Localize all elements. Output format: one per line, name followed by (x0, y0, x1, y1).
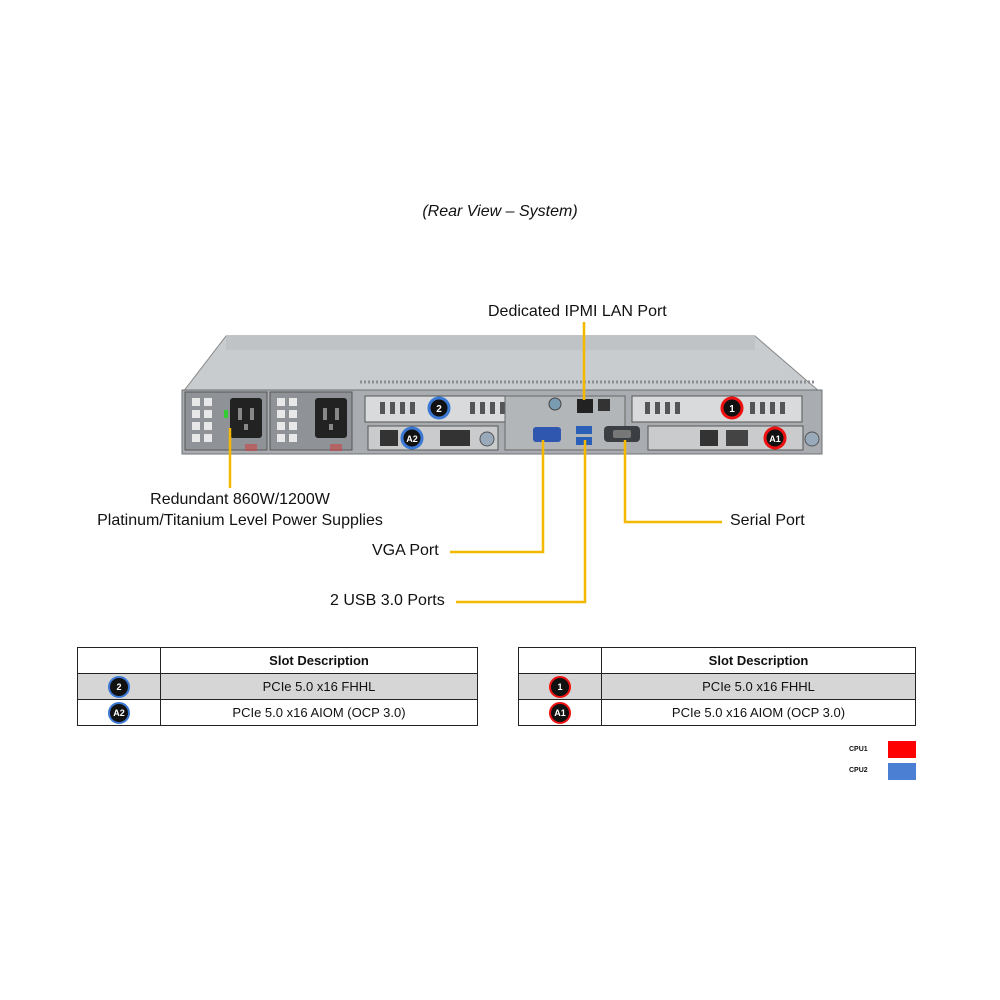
table-row: 2 PCIe 5.0 x16 FHHL (77, 673, 478, 700)
callout-lines (228, 322, 722, 604)
slot-table-cpu2: Slot Description 2 PCIe 5.0 x16 FHHL A2 … (77, 647, 478, 726)
slot-badge: 2 (108, 675, 130, 698)
slot-badge: A1 (549, 701, 571, 724)
label-usb-ports: 2 USB 3.0 Ports (330, 592, 445, 609)
slot-description: PCIe 5.0 x16 FHHL (601, 673, 916, 700)
label-ipmi-lan-port: Dedicated IPMI LAN Port (488, 303, 667, 320)
slot-description: PCIe 5.0 x16 FHHL (160, 673, 478, 700)
slot-description: PCIe 5.0 x16 AIOM (OCP 3.0) (601, 699, 916, 726)
callout-line-usb (456, 440, 587, 604)
aiom-slot-A1 (647, 425, 820, 451)
power-supply-1 (184, 391, 268, 451)
slot-table-cpu1: Slot Description 1 PCIe 5.0 x16 FHHL A1 … (518, 647, 916, 726)
vga-port (533, 427, 561, 442)
badge-slot-2: 2 (427, 396, 451, 420)
label-serial-port: Serial Port (730, 512, 805, 529)
svg-text:2: 2 (436, 404, 442, 415)
usb-port-1 (576, 426, 592, 434)
aiom-slot-A2 (367, 425, 499, 451)
legend-label-cpu2: CPU2 (849, 767, 868, 774)
badge-slot-A2: A2 (400, 426, 424, 450)
callout-line-vga (450, 440, 545, 554)
badge-slot-1: 1 (720, 396, 744, 420)
pcie-slot-1 (631, 395, 803, 423)
ipmi-lan-port (577, 399, 593, 413)
server-rear-view: 2 A2 1 A1 (181, 322, 823, 604)
slot-table-header: Slot Description (601, 647, 916, 674)
label-vga-port: VGA Port (372, 542, 439, 559)
chassis-top-edge (226, 336, 755, 350)
diagram-caption: (Rear View – System) (422, 203, 578, 220)
io-panel (504, 395, 640, 451)
power-supply-2 (269, 391, 353, 451)
slot-description: PCIe 5.0 x16 AIOM (OCP 3.0) (160, 699, 478, 726)
table-row: 1 PCIe 5.0 x16 FHHL (518, 673, 916, 700)
badge-slot-A1: A1 (763, 426, 787, 450)
svg-text:1: 1 (729, 404, 735, 415)
table-row: A2 PCIe 5.0 x16 AIOM (OCP 3.0) (77, 699, 478, 726)
legend-label-cpu1: CPU1 (849, 746, 868, 753)
svg-text:A2: A2 (406, 434, 418, 444)
label-power-supplies: Redundant 860W/1200W Platinum/Titanium L… (60, 489, 420, 531)
slot-table-header: Slot Description (160, 647, 478, 674)
legend-swatch-cpu1 (888, 741, 916, 758)
table-row: A1 PCIe 5.0 x16 AIOM (OCP 3.0) (518, 699, 916, 726)
label-power-supplies-line1: Redundant 860W/1200W (150, 491, 330, 508)
legend-swatch-cpu2 (888, 763, 916, 780)
slot-badge: A2 (108, 701, 130, 724)
slot-badge: 1 (549, 675, 571, 698)
label-power-supplies-line2: Platinum/Titanium Level Power Supplies (97, 512, 383, 529)
callout-line-serial (623, 440, 722, 524)
svg-text:A1: A1 (769, 434, 781, 444)
